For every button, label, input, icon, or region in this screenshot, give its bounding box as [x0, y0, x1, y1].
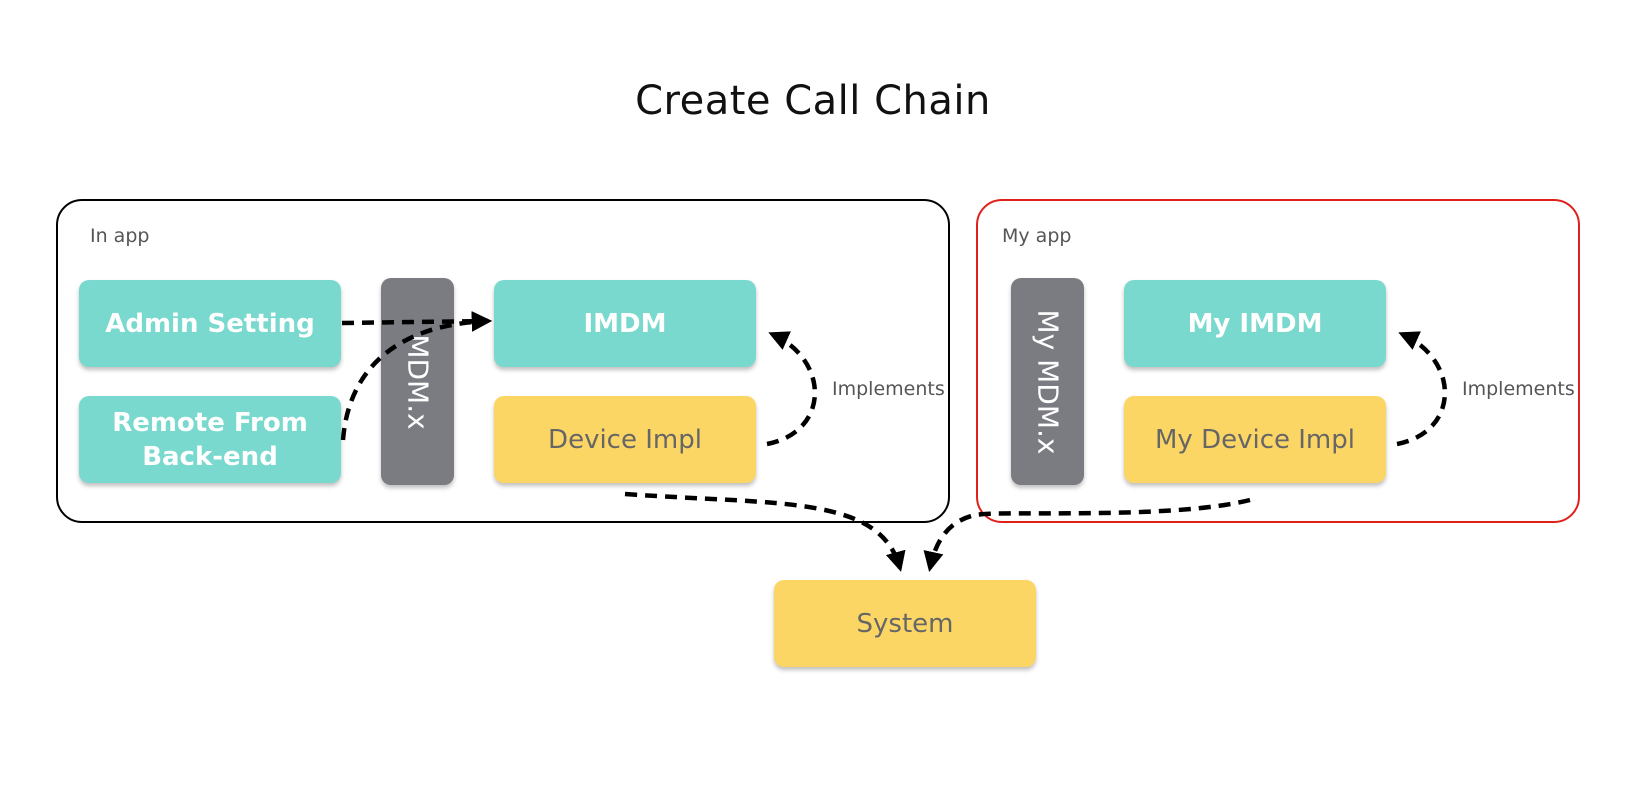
node-my-mdm-x: My MDM.x — [1011, 278, 1084, 485]
group-in-app: In app — [56, 199, 950, 523]
node-my-imdm: My IMDM — [1124, 280, 1386, 367]
node-imdm-label: IMDM — [583, 308, 667, 339]
edge-label-implements-my: Implements — [1462, 378, 1575, 400]
node-system-label: System — [856, 608, 954, 639]
node-my-device-impl-label: My Device Impl — [1155, 424, 1355, 455]
node-mdm-x: MDM.x — [381, 278, 454, 485]
arrow-remote-to-imdm — [340, 311, 493, 441]
arrow-device-impl-to-system — [624, 491, 906, 572]
node-admin-setting: Admin Setting — [79, 280, 341, 367]
node-my-device-impl: My Device Impl — [1124, 396, 1386, 483]
node-my-imdm-label: My IMDM — [1187, 308, 1323, 339]
node-remote-backend: Remote From Back-end — [79, 396, 341, 483]
node-device-impl: Device Impl — [494, 396, 756, 483]
arrow-my-device-impl-implements-my-imdm — [1396, 331, 1448, 447]
node-imdm: IMDM — [494, 280, 756, 367]
node-system: System — [774, 580, 1036, 667]
diagram-title: Create Call Chain — [635, 78, 991, 124]
edge-label-implements-in: Implements — [832, 378, 945, 400]
arrow-my-device-impl-to-system — [923, 497, 1251, 572]
node-admin-setting-label: Admin Setting — [105, 308, 315, 339]
arrow-device-impl-implements-imdm — [766, 331, 818, 447]
node-device-impl-label: Device Impl — [548, 424, 702, 455]
group-my-app-label: My app — [1002, 225, 1072, 247]
group-my-app: My app — [976, 199, 1580, 523]
node-remote-backend-label: Remote From Back-end — [112, 407, 308, 472]
group-in-app-label: In app — [90, 225, 150, 247]
